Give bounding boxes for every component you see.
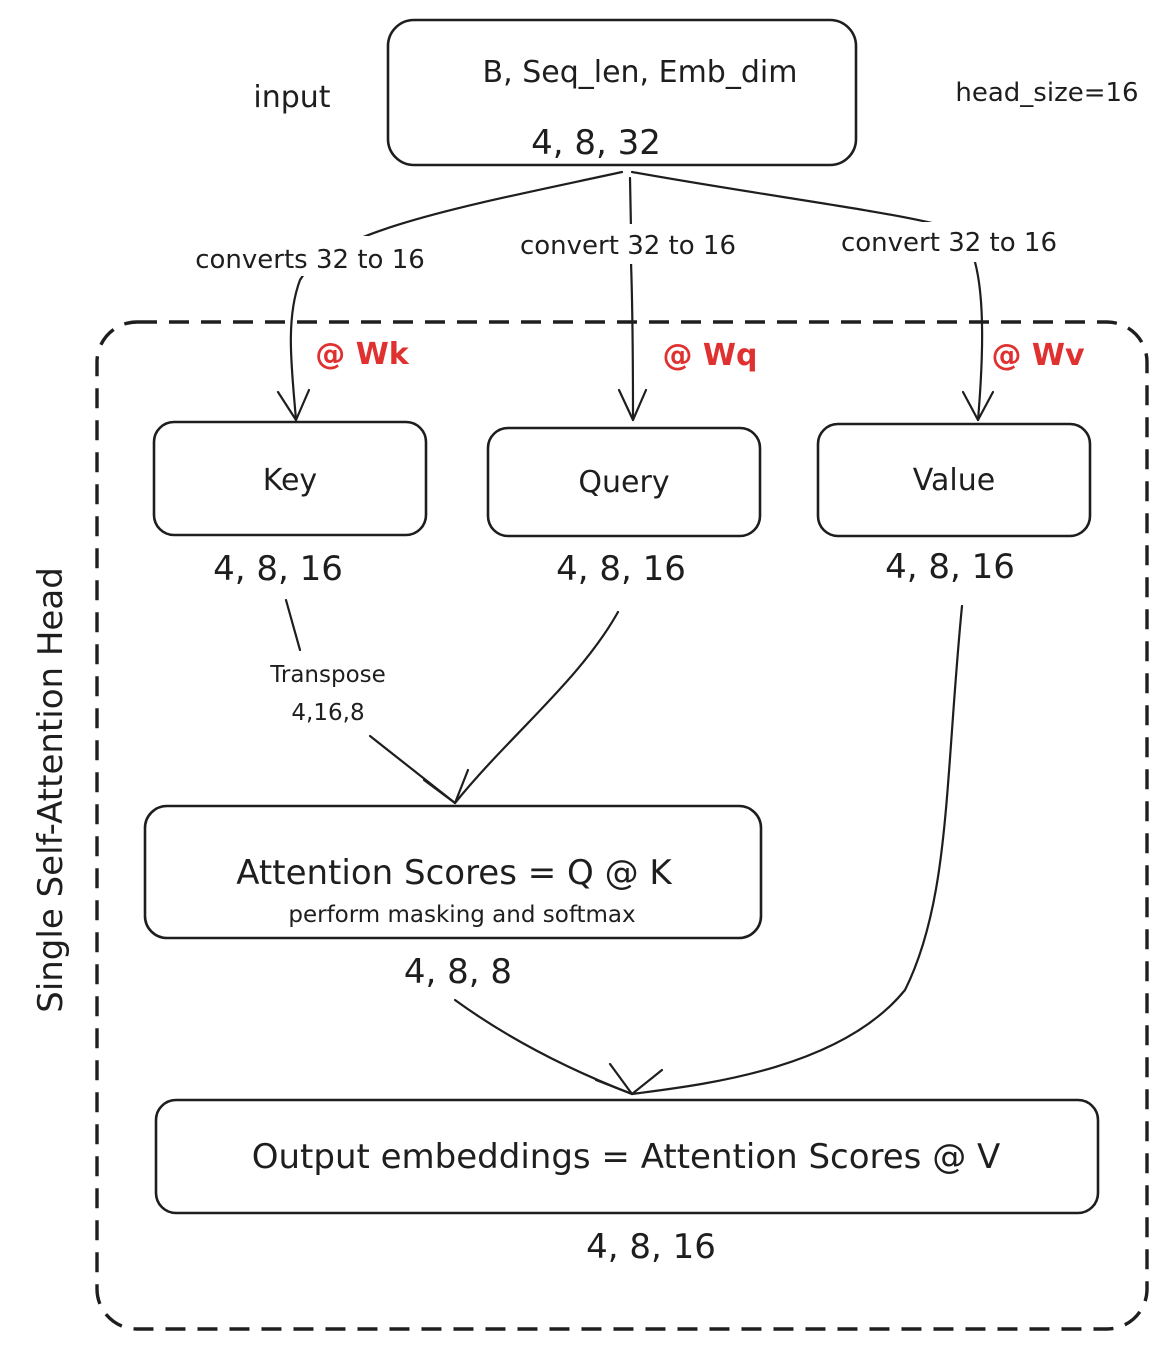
- input-shape-values: 4, 8, 32: [531, 123, 661, 163]
- key-node[interactable]: [152, 420, 428, 537]
- input-shape-text: B, Seq_len, Emb_dim: [483, 55, 798, 90]
- edge-query-to-attention: [453, 610, 620, 805]
- key-shape: 4, 8, 16: [213, 549, 343, 589]
- weight-key-label: @ Wk: [315, 337, 410, 372]
- input-node[interactable]: [386, 18, 858, 167]
- arrowhead-value: [961, 390, 995, 422]
- output-shape: 4, 8, 16: [586, 1227, 716, 1267]
- edge-label-key: converts 32 to 16: [195, 245, 425, 275]
- value-shape: 4, 8, 16: [885, 547, 1015, 587]
- query-node[interactable]: [486, 426, 762, 538]
- attention-note: perform masking and softmax: [288, 902, 635, 928]
- arrowhead-output: [594, 1062, 664, 1096]
- transpose-label: Transpose: [269, 662, 386, 688]
- edge-input-to-query: [628, 176, 635, 422]
- output-node[interactable]: [154, 1098, 1100, 1215]
- arrowhead-key: [276, 388, 311, 422]
- attention-label: Attention Scores = Q @ K: [236, 853, 673, 893]
- weight-query-label: @ Wq: [662, 338, 757, 373]
- edge-input-to-value: [630, 170, 984, 422]
- frame-label: Single Self-Attention Head: [31, 567, 71, 1013]
- weight-value-label: @ Wv: [991, 338, 1085, 373]
- query-shape: 4, 8, 16: [556, 549, 686, 589]
- edge-label-bg-query: [490, 224, 768, 264]
- query-label: Query: [578, 465, 669, 500]
- edge-label-query: convert 32 to 16: [520, 231, 736, 261]
- edge-label-value: convert 32 to 16: [841, 228, 1057, 258]
- edge-value-to-output: [630, 604, 964, 1096]
- edge-label-bg-key: [160, 236, 460, 276]
- edge-label-bg-value: [812, 222, 1088, 262]
- input-label: input: [253, 80, 330, 115]
- edge-input-to-key: [289, 170, 624, 422]
- arrowhead-query: [617, 388, 648, 422]
- attention-shape: 4, 8, 8: [404, 952, 512, 992]
- value-label: Value: [913, 463, 995, 498]
- transpose-shape: 4,16,8: [291, 700, 364, 726]
- arrowhead-attention: [422, 768, 470, 805]
- key-label: Key: [263, 463, 317, 498]
- output-label: Output embeddings = Attention Scores @ V: [252, 1137, 1001, 1177]
- edge-attention-to-output: [453, 998, 634, 1096]
- attention-node[interactable]: [143, 804, 763, 940]
- head-size-label: head_size=16: [955, 78, 1138, 108]
- attention-head-frame: [95, 320, 1149, 1331]
- value-node[interactable]: [816, 422, 1092, 538]
